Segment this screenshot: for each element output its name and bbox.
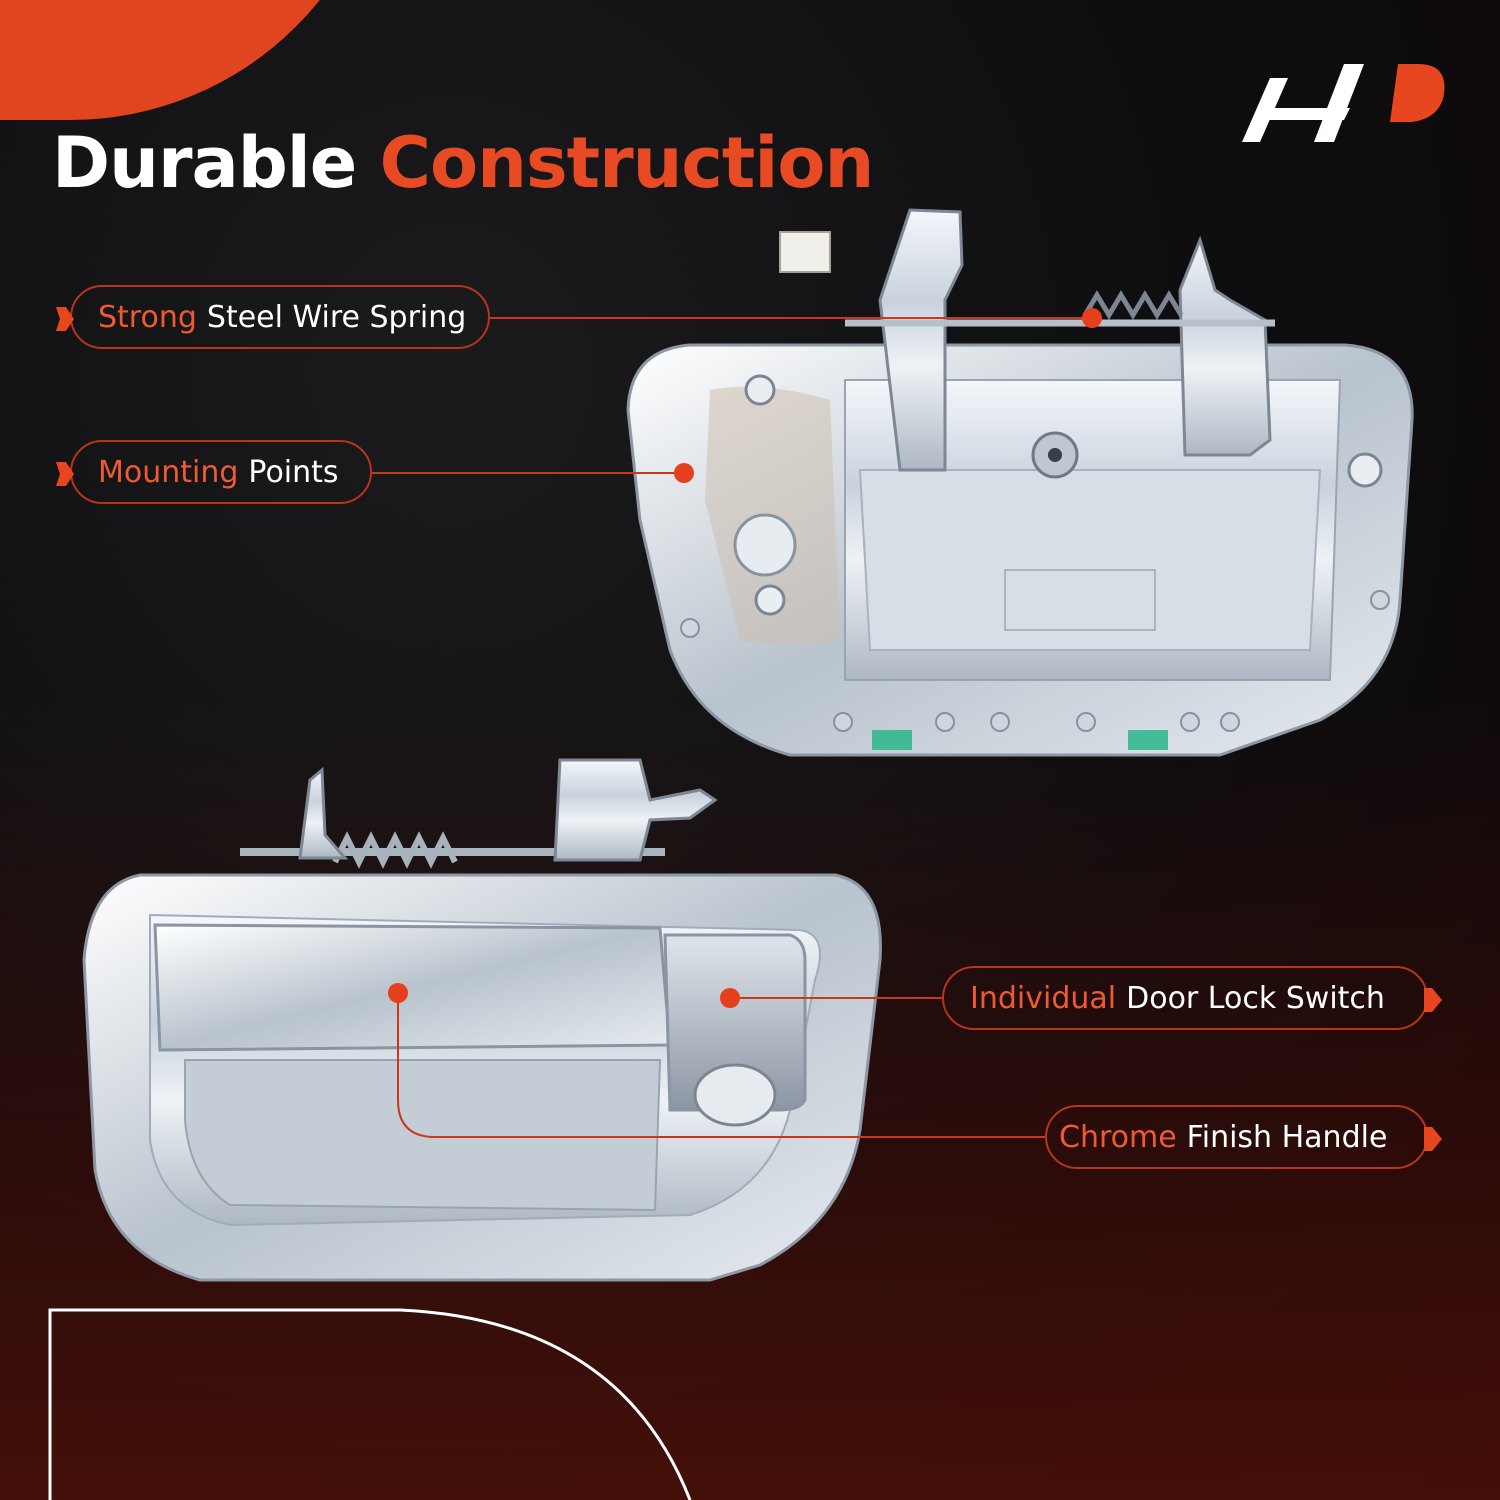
title-accent: Construction (379, 122, 875, 204)
callout-dots (388, 308, 1102, 1008)
front-handle (82, 758, 882, 1282)
callout-accent: Mounting (98, 454, 239, 490)
callout-text: Finish Handle (1186, 1119, 1388, 1155)
callout-mounting-points: Mounting Points (56, 440, 372, 504)
title-white: Durable (52, 122, 357, 204)
callout-text: Points (248, 454, 339, 490)
callout-flag-icon (56, 462, 74, 486)
decor-outline-arc (48, 1308, 692, 1500)
callout-accent: Strong (98, 299, 197, 335)
brand-logo-icon (1242, 64, 1445, 142)
page-title: Durable Construction (52, 128, 874, 198)
leader-lines (372, 317, 1092, 1138)
callout-door-lock-switch: Individual Door Lock Switch (942, 966, 1442, 1030)
callout-chrome-finish-handle: Chrome Finish Handle (1045, 1105, 1442, 1169)
callout-text: Steel Wire Spring (206, 299, 467, 335)
callout-steel-wire-spring: Strong Steel Wire Spring (56, 285, 490, 349)
callout-flag-icon (56, 307, 74, 331)
callout-accent: Individual (970, 980, 1117, 1016)
back-housing (626, 208, 1414, 757)
callout-accent: Chrome (1059, 1119, 1177, 1155)
callout-text: Door Lock Switch (1126, 980, 1385, 1016)
